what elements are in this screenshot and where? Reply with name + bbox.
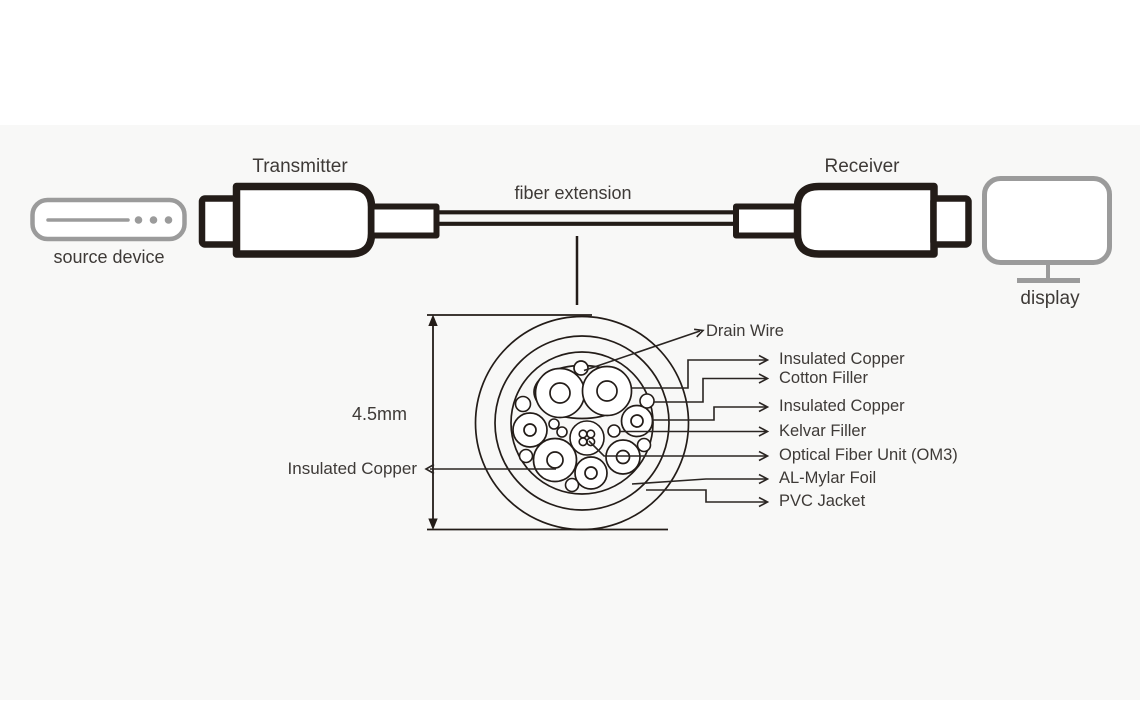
filler-strands xyxy=(514,393,655,493)
callout-optical-fiber-unit: Optical Fiber Unit (OM3) xyxy=(779,446,958,464)
dimension-lines xyxy=(427,314,668,531)
pvc-jacket-ring xyxy=(474,315,690,531)
source-device-label: source device xyxy=(53,247,165,267)
cable-cross-section xyxy=(474,315,690,531)
callout-al-mylar-foil: AL-Mylar Foil xyxy=(779,469,877,487)
callout-lines xyxy=(424,328,770,508)
insulated-copper-wires xyxy=(512,365,654,490)
callout-insulated-copper-mid: Insulated Copper xyxy=(779,397,905,415)
display-icon xyxy=(982,176,1112,283)
receiver-icon xyxy=(733,182,972,258)
callout-pvc-jacket: PVC Jacket xyxy=(779,492,866,510)
diameter-label: 4.5mm xyxy=(351,404,407,424)
callout-drain-wire: Drain Wire xyxy=(706,322,784,340)
source-device-icon xyxy=(30,197,187,242)
callout-kelvar-filler: Kelvar Filler xyxy=(779,422,867,440)
callout-insulated-copper-top: Insulated Copper xyxy=(779,350,905,368)
transmitter-icon xyxy=(198,182,440,258)
receiver-label: Receiver xyxy=(824,156,900,177)
callout-insulated-copper-left: Insulated Copper xyxy=(287,459,417,478)
al-mylar-foil-ring xyxy=(494,335,670,511)
fiber-extension-label: fiber extension xyxy=(514,183,632,203)
transmitter-label: Transmitter xyxy=(252,156,348,177)
fiber-cable xyxy=(436,210,738,226)
drain-wire xyxy=(573,360,589,376)
display-label: display xyxy=(1020,288,1080,309)
callout-cotton-filler: Cotton Filler xyxy=(779,369,868,387)
